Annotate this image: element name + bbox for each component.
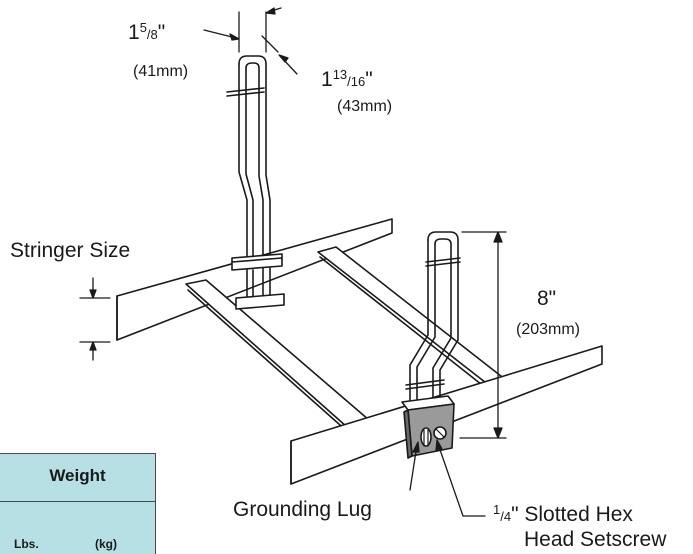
width-inch-mark: " xyxy=(157,21,166,44)
dimension-height xyxy=(459,231,507,439)
height-dimension-label: 8" xyxy=(537,287,557,310)
height-mm-label: (203mm) xyxy=(516,321,581,338)
depth-inch-mark: " xyxy=(365,68,373,91)
dimension-depth xyxy=(261,35,298,75)
setscrew-label-line2: Head Setscrew xyxy=(524,528,667,551)
grounding-lug-label: Grounding Lug xyxy=(233,498,372,521)
width-whole: 1 xyxy=(128,21,140,44)
weight-table-divider xyxy=(0,501,155,502)
ladder-rail-back xyxy=(116,218,393,341)
leader-grounding-lug xyxy=(409,441,420,491)
width-mm-label: (41mm) xyxy=(133,63,189,80)
depth-whole: 1 xyxy=(321,68,333,91)
setscrew-denominator: /4 xyxy=(500,509,512,524)
dimension-width xyxy=(203,7,282,53)
weight-table: Weight Lbs. (kg) xyxy=(0,453,156,554)
width-denominator: /8 xyxy=(146,27,158,42)
setscrew-text: " Slotted Hex xyxy=(511,503,633,526)
setscrew-label-line1: 1/4" Slotted Hex xyxy=(493,502,633,527)
stringer-size-label: Stringer Size xyxy=(10,239,131,262)
depth-dimension-label: 113/16" xyxy=(321,67,373,92)
setscrew-numerator: 1 xyxy=(493,502,501,517)
depth-mm-label: (43mm) xyxy=(337,98,393,115)
weight-table-title: Weight xyxy=(49,466,106,485)
depth-numerator: 13 xyxy=(332,67,348,82)
leader-setscrew xyxy=(435,439,486,517)
ladder-rung-right xyxy=(317,246,507,393)
hold-down-clip-left xyxy=(226,55,285,310)
weight-col-kg: (kg) xyxy=(95,537,117,551)
width-dimension-label: 15/8" xyxy=(128,20,165,45)
dimension-stringer xyxy=(79,277,111,361)
width-numerator: 5 xyxy=(139,20,147,35)
grounding-lug xyxy=(403,403,455,459)
depth-denominator: /16 xyxy=(347,74,366,89)
weight-col-lbs: Lbs. xyxy=(14,537,39,551)
